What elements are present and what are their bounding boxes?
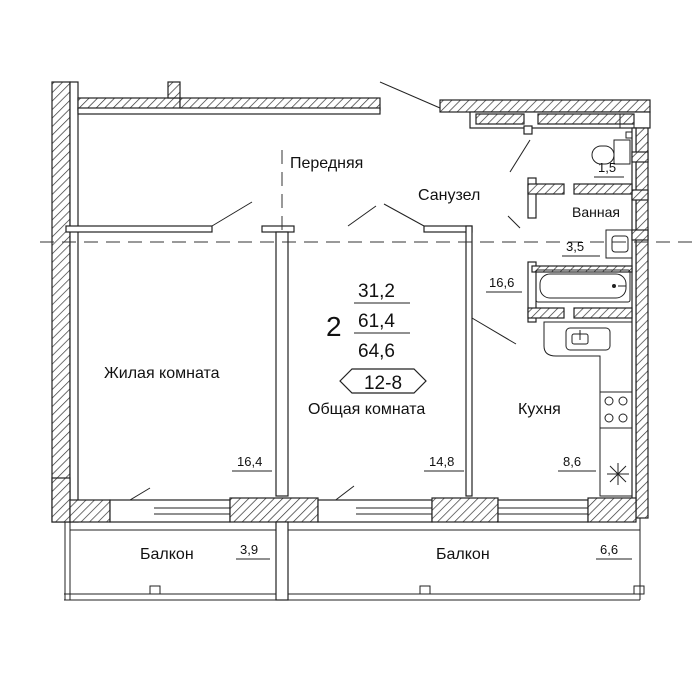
balcony-left-name: Балкон — [140, 546, 194, 563]
outer-wall-right — [631, 127, 649, 600]
bath-area: 3,5 — [566, 239, 584, 254]
toilet-icon — [591, 139, 631, 165]
balcony-right-area: 6,6 — [600, 542, 618, 557]
top-wall-right — [379, 81, 651, 135]
total-area: 61,4 — [358, 311, 395, 332]
kitchen-area: 8,6 — [563, 454, 581, 469]
wc-area: 1,5 — [598, 160, 616, 175]
living-area: 31,2 — [358, 281, 395, 302]
wc-fixture-icon — [619, 113, 635, 139]
balcony-left-area: 3,9 — [240, 542, 258, 557]
plan-code: 12-8 — [364, 373, 402, 394]
bedroom-area: 16,4 — [237, 454, 262, 469]
bath-sink-icon — [605, 229, 633, 259]
apartment-summary: 2 31,2 61,4 64,6 12-8 — [326, 281, 427, 394]
common-name: Общая комната — [308, 401, 425, 418]
bathtub-icon — [535, 269, 631, 303]
partition-hall — [65, 225, 473, 497]
stove-icon — [599, 391, 633, 429]
total-area-with-balcony: 64,6 — [358, 341, 395, 362]
kitchen-name: Кухня — [518, 401, 561, 418]
hall-name: Передняя — [290, 155, 363, 172]
bedroom-name: Жилая комната — [104, 365, 220, 382]
balcony-outline — [64, 521, 645, 601]
plan-code-badge — [339, 368, 427, 394]
snowflake-icon — [607, 463, 629, 485]
sink-icon — [565, 327, 611, 351]
common-area: 14,8 — [429, 454, 454, 469]
wc-name: Санузел — [418, 187, 480, 204]
bathroom-walls — [527, 177, 633, 323]
bath-name: Ванная — [572, 204, 620, 220]
balcony-right-name: Балкон — [436, 546, 490, 563]
rooms-count: 2 — [326, 311, 342, 342]
hall-area: 16,6 — [489, 275, 514, 290]
top-wall-left — [77, 81, 381, 115]
bottom-wall — [51, 477, 637, 523]
kitchen-counter — [543, 321, 633, 497]
